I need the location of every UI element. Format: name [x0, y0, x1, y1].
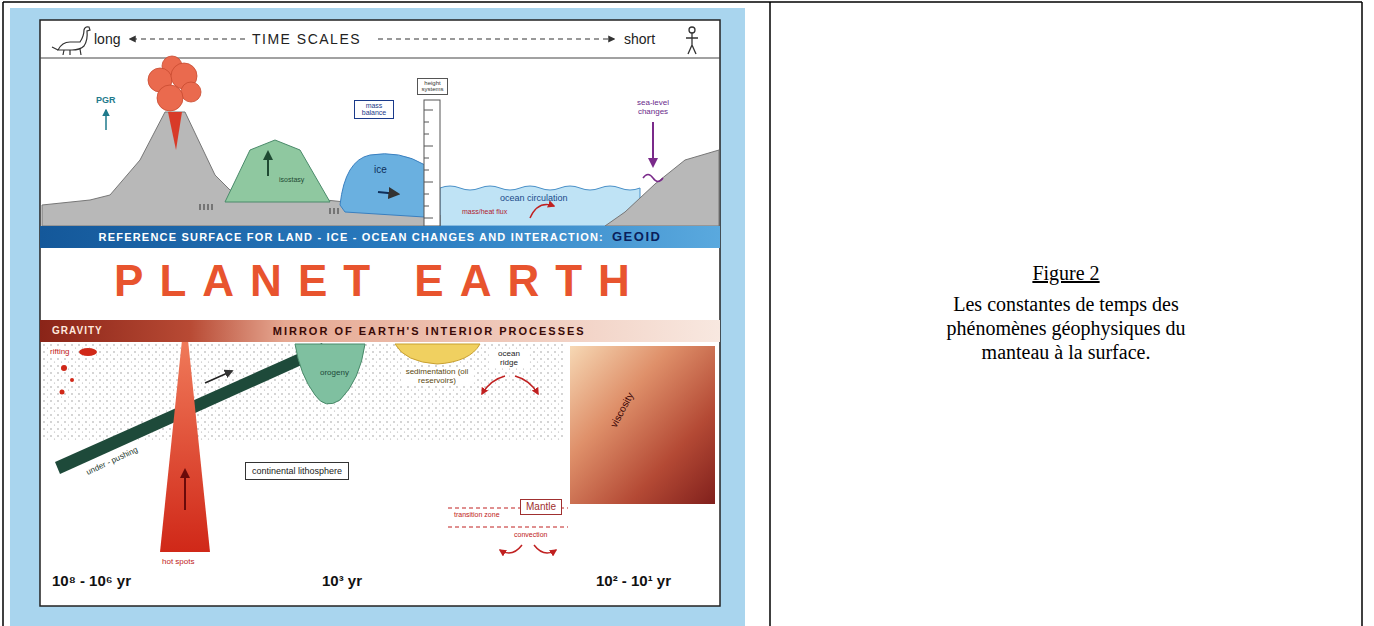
process-label: ocean ridge — [489, 349, 529, 367]
volcano-vent — [168, 112, 182, 150]
time-label: 10⁸ - 10⁶ yr — [52, 572, 131, 589]
melt-drop — [60, 390, 65, 395]
info-box: mass balance — [354, 100, 394, 119]
process-label: sea-level changes — [622, 98, 684, 116]
uplift-arrow — [105, 110, 107, 130]
transition-line — [448, 527, 568, 528]
convection-arrow — [534, 545, 556, 553]
process-label: ice — [374, 164, 387, 176]
process-label: PGR — [96, 95, 116, 105]
process-label: sedimentation (oil reservoirs) — [401, 367, 473, 385]
node-text: height systems — [419, 80, 446, 93]
process-label: ocean circulation — [500, 193, 568, 203]
process-label: isostasy — [279, 176, 304, 184]
time-label: 10³ yr — [322, 572, 362, 589]
mountain — [225, 140, 330, 202]
table-border — [1361, 2, 1363, 626]
uplift-arrow — [267, 152, 269, 176]
node-text: GRAVITY — [52, 325, 103, 337]
process-label: under - pushing — [83, 444, 141, 478]
sediment-basin — [395, 344, 480, 364]
process-label: rifting — [48, 347, 72, 356]
table-border — [3, 1, 1362, 3]
rift-melt — [79, 348, 97, 356]
gravity-band: GRAVITY MIRROR OF EARTH'S INTERIOR PROCES… — [40, 320, 720, 342]
node-text: MIRROR OF EARTH'S INTERIOR PROCESSES — [273, 325, 586, 338]
process-label: mass/heat flux — [462, 208, 507, 216]
node-text: mass balance — [357, 102, 391, 117]
node-text: Mantle — [526, 501, 556, 513]
ruler-ticks — [424, 110, 433, 218]
table-border — [2, 2, 4, 626]
time-arrow — [378, 38, 614, 39]
process-label: viscosity — [608, 391, 636, 430]
layer-box: Mantle — [520, 499, 562, 515]
divider-line — [40, 58, 720, 59]
melt-drop — [70, 378, 74, 382]
flow-arrow — [378, 192, 398, 194]
viscosity-field — [570, 346, 715, 504]
time-label: 10² - 10¹ yr — [596, 572, 671, 589]
process-label: orogeny — [320, 368, 349, 377]
planet-title: PLANET EARTH — [40, 256, 720, 307]
convection-arrow — [500, 545, 522, 553]
hot-spot-plume — [160, 340, 210, 552]
ocean — [440, 186, 640, 226]
time-scale-end: short — [624, 31, 655, 47]
table-border — [769, 2, 771, 626]
height-ruler — [424, 100, 440, 226]
time-arrow — [130, 38, 245, 39]
eruption-plume — [148, 56, 201, 111]
figure-number: Figure 2 — [916, 262, 1216, 285]
sea-level-mark — [643, 175, 663, 182]
flux-arrow — [530, 205, 554, 219]
node-text: continental lithosphere — [252, 466, 342, 476]
geoid-band: REFERENCE SURFACE FOR LAND - ICE - OCEAN… — [40, 226, 720, 248]
figure-caption: Les constantes de temps des phénomènes g… — [916, 292, 1216, 364]
layer-box: continental lithosphere — [245, 462, 349, 480]
process-label: convection — [512, 531, 549, 539]
process-label: hot spots — [160, 557, 196, 566]
info-box: height systems — [417, 78, 448, 95]
tick-marks — [200, 204, 338, 214]
dinosaur-icon — [52, 27, 90, 55]
slab-arrow — [205, 371, 232, 383]
plume-arrow — [184, 470, 186, 510]
land — [42, 112, 440, 226]
panel — [40, 20, 720, 606]
land — [605, 150, 719, 226]
human-icon — [686, 27, 698, 54]
orogen-root — [295, 344, 365, 404]
node-text: GEOID — [612, 230, 661, 245]
time-scale-title: TIME SCALES — [252, 31, 361, 47]
spreading-arrow — [515, 376, 538, 394]
frame-ground — [10, 8, 745, 626]
time-scale-end: long — [94, 31, 120, 47]
sea-level-arrow — [652, 122, 654, 166]
process-label: transition zone — [452, 511, 502, 519]
node-text: REFERENCE SURFACE FOR LAND - ICE - OCEAN… — [99, 231, 604, 244]
spreading-arrow — [482, 376, 505, 394]
crust — [41, 342, 565, 442]
melt-drop — [61, 365, 67, 371]
